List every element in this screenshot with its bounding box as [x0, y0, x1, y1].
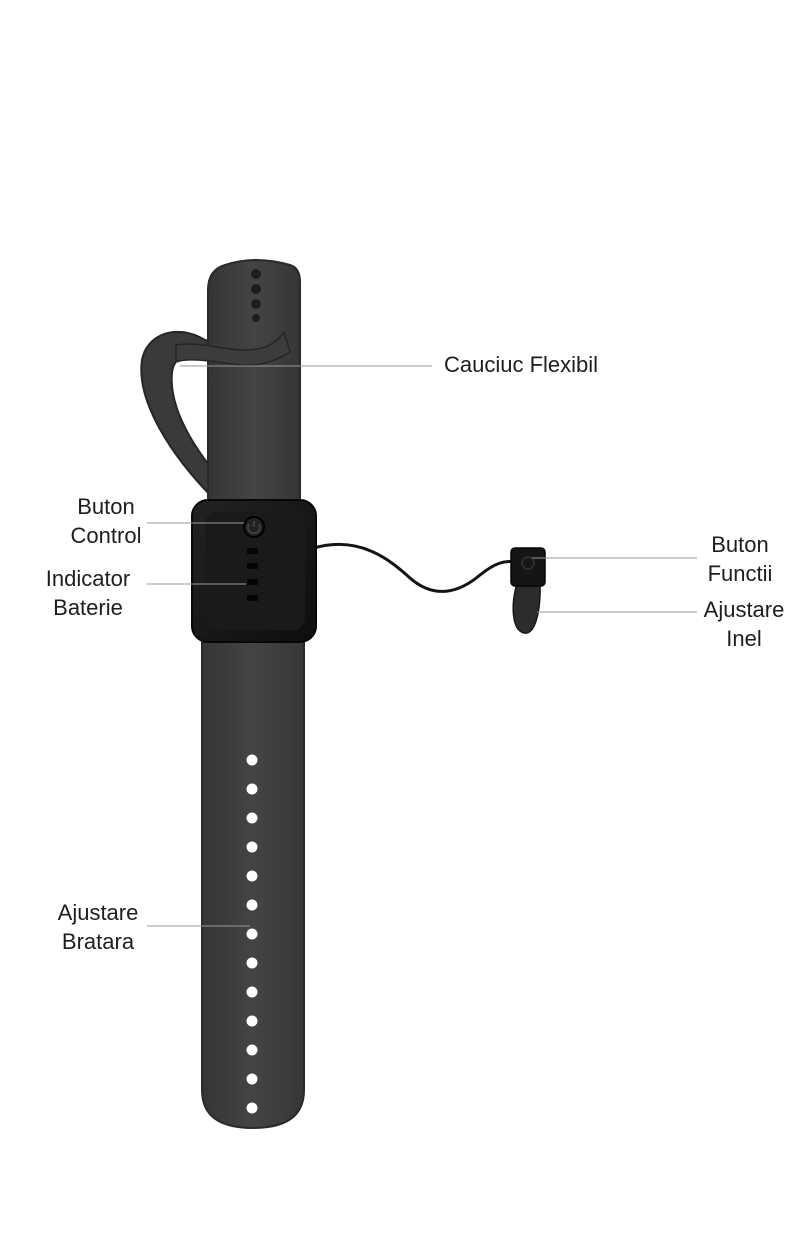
control-module: [191, 499, 317, 643]
label-buton-functii: Buton Functii: [707, 532, 773, 586]
label-indicator-baterie: Indicator Baterie: [45, 566, 131, 620]
label-buton-control: Buton Control: [70, 494, 142, 548]
adjustment-hole-icon: [246, 1044, 258, 1056]
connection-cable: [313, 542, 516, 593]
adjustment-hole-icon: [246, 957, 258, 969]
label-cauciuc-flexibil: Cauciuc Flexibil: [444, 352, 599, 377]
adjustment-hole-icon: [246, 812, 258, 824]
adjustment-hole-icon: [246, 1073, 258, 1085]
label-ajustare-bratara: Ajustare Bratara: [57, 900, 139, 954]
ring-button: [510, 547, 546, 634]
adjustment-hole-icon: [246, 1015, 258, 1027]
adjustment-hole-icon: [246, 870, 258, 882]
adjustment-hole-icon: [246, 783, 258, 795]
battery-led-icon: [247, 548, 258, 601]
ring-adjust-band: [512, 579, 541, 634]
upper-strap-pins: [251, 269, 261, 322]
adjustment-hole-icon: [246, 754, 258, 766]
adjustment-hole-icon: [246, 841, 258, 853]
upper-strap: [207, 259, 301, 501]
adjustment-hole-icon: [246, 899, 258, 911]
loop-front-band: [175, 330, 291, 366]
lower-strap: [201, 639, 305, 1130]
leader-lines: [147, 365, 697, 927]
adjustment-hole-icon: [246, 986, 258, 998]
label-ajustare-inel: Ajustare Inel: [703, 597, 785, 651]
ring-button-icon: [521, 556, 535, 570]
adjustment-hole-icon: [246, 928, 258, 940]
bracelet-adjustment-holes: [246, 754, 258, 1114]
adjustment-hole-icon: [246, 1102, 258, 1114]
